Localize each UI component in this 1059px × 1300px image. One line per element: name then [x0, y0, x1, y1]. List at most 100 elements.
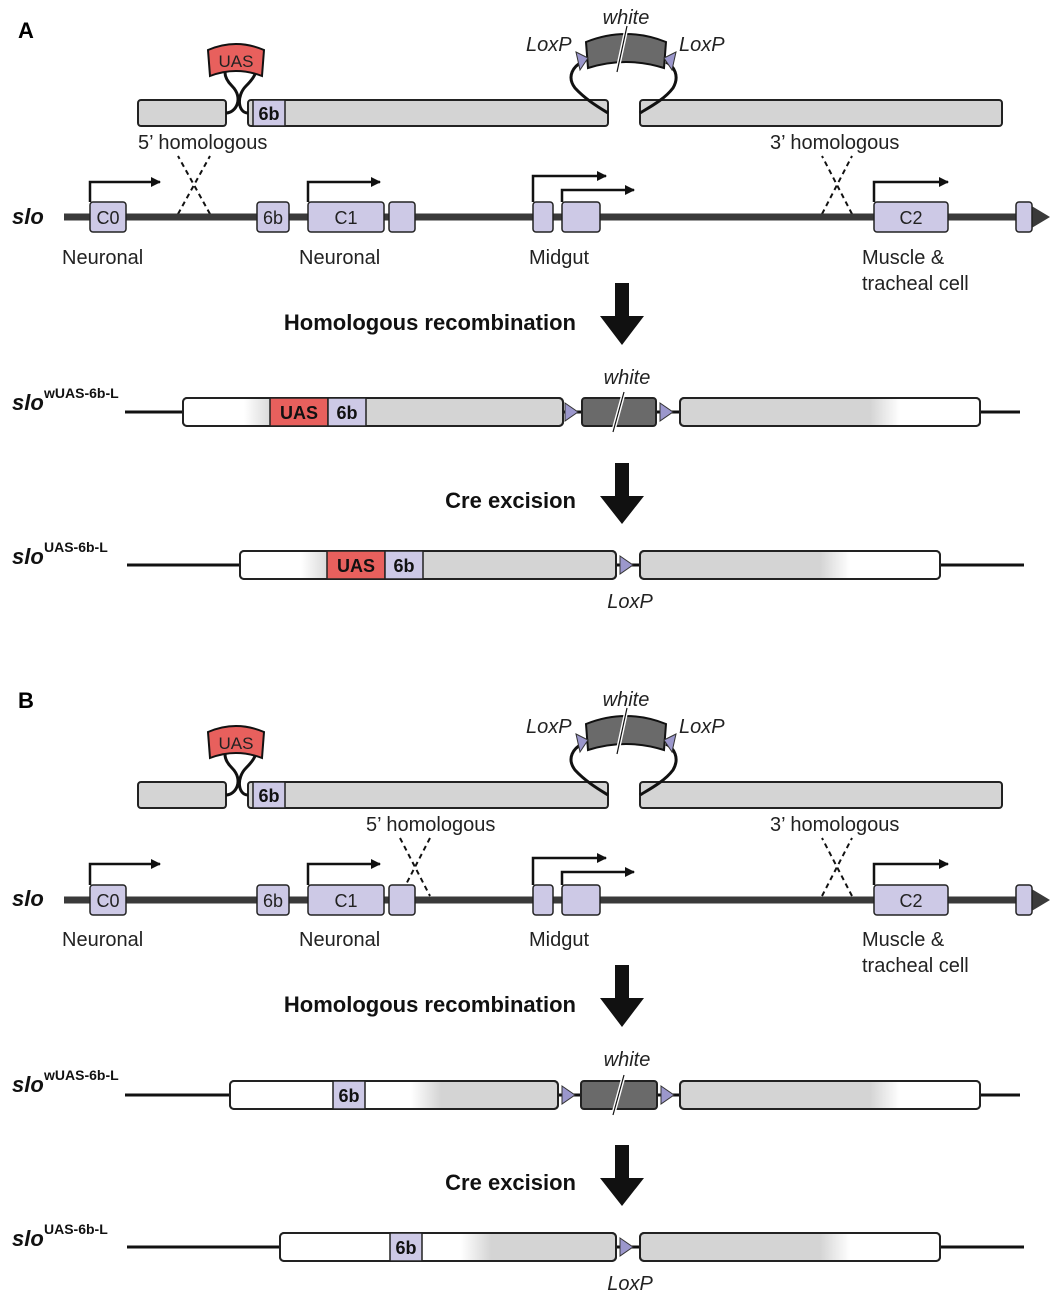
allele-final-right-outline [639, 1232, 941, 1262]
loxp-left-label: LoxP [526, 34, 572, 56]
donor-right-arm [639, 99, 1003, 127]
step-homologous-recombination: Homologous recombination [284, 310, 576, 335]
slo-gene-label: slo [12, 886, 44, 911]
promoter-arrow-midgut-b [560, 867, 635, 885]
white-gene-arc [584, 33, 668, 70]
uas-arc [206, 43, 266, 78]
exon-c2-label: C2 [899, 208, 922, 228]
allele-final-right-white [850, 1234, 939, 1260]
allele-w-loxp-2 [659, 402, 674, 422]
promoter-arrow-midgut-a [531, 853, 607, 885]
exon-c2-label: C2 [899, 891, 922, 911]
exon-last [1015, 884, 1033, 916]
promoter-arrow-c0 [88, 859, 161, 885]
exon-6b [256, 884, 290, 916]
five-homologous-label: 5’ homologous [138, 132, 267, 154]
allele-final-6b [384, 550, 424, 580]
allele-final-6b-label: 6b [393, 556, 414, 576]
loxp-left-triangle [575, 733, 589, 754]
slo-gene-map: slo C0 6b C1 C2 Neuronal Neuronal Midgut… [12, 853, 1050, 977]
white-gene-arc [584, 715, 668, 752]
panel-letter: A [18, 18, 34, 43]
donor-6b-label: 6b [258, 104, 279, 124]
allele-w-6b-label: 6b [336, 403, 357, 423]
allele-w-left-white [184, 399, 244, 425]
allele-w-superscript: wUAS-6b-L [43, 1067, 119, 1083]
allele-final: slo UAS-6b-L 6b LoxP [12, 1221, 1024, 1295]
allele-w-left-outline [182, 397, 564, 427]
allele-w-left-white [231, 1082, 411, 1108]
exon-c1-label: C1 [334, 891, 357, 911]
loxp-right-triangle [663, 733, 677, 754]
promoter-arrow-c2 [872, 859, 949, 885]
allele-final-gene: slo [12, 1226, 44, 1251]
exon-midgut-b [561, 884, 601, 916]
exon-c0 [89, 201, 127, 233]
donor-middle-arm [247, 99, 609, 127]
promoter-arrow-midgut-b [560, 185, 635, 202]
exon-last [1015, 201, 1033, 233]
slo-gene-map: slo C0 6b C1 C2 Neuronal Neuronal Midgut [12, 171, 1050, 295]
exon-6b-label: 6b [263, 208, 283, 228]
donor-construct: 6b UAS white LoxP LoxP [137, 7, 1003, 127]
crossover-3 [821, 837, 853, 897]
allele-w-break-line [612, 391, 625, 433]
allele-final-gene: slo [12, 544, 44, 569]
allele-w-loxp-1 [561, 1085, 576, 1105]
uas-arc-label: UAS [219, 734, 254, 753]
exon-6b [256, 201, 290, 233]
allele-final-loxp-label: LoxP [607, 1273, 653, 1295]
allele-w-white-label: white [604, 1049, 651, 1071]
step-arrow-1 [600, 283, 644, 345]
step-arrow-1 [600, 965, 644, 1027]
exon-midgut-a [532, 201, 554, 233]
allele-w-right-white [900, 399, 979, 425]
allele-final-left-white [281, 1234, 461, 1260]
white-label: white [603, 7, 650, 29]
allele-final-loxp [619, 1237, 634, 1257]
allele-w-6b [327, 397, 367, 427]
allele-final-left-outline [279, 1232, 617, 1262]
allele-w-break-line [612, 1074, 625, 1116]
allele-w: slo wUAS-6b-L 6b white [12, 1049, 1020, 1116]
promoter-arrow-c1 [306, 859, 381, 885]
exon-midgut-a [532, 884, 554, 916]
exon-c0-label: C0 [96, 891, 119, 911]
panel-a: A 6b UAS white LoxP LoxP 5’ homologous 3 [12, 7, 1050, 613]
donor-middle-arm [247, 781, 609, 809]
allele-final: slo UAS-6b-L UAS 6b LoxP [12, 539, 1024, 613]
allele-final-left-fade [461, 1234, 491, 1260]
donor-right-arm [639, 781, 1003, 809]
tissue-midgut: Midgut [529, 929, 589, 951]
allele-final-loxp-label: LoxP [607, 591, 653, 613]
allele-final-superscript: UAS-6b-L [44, 1221, 108, 1237]
exon-c1b [388, 884, 416, 916]
tissue-midgut: Midgut [529, 247, 589, 269]
loxp-right-triangle [663, 51, 677, 72]
donor-6b-exon [252, 781, 286, 809]
step-homologous-recombination: Homologous recombination [284, 992, 576, 1017]
allele-w-6b [332, 1080, 366, 1110]
step-cre-excision: Cre excision [445, 488, 576, 513]
allele-final-left-fade [301, 552, 331, 578]
tissue-neuronal-1: Neuronal [62, 929, 143, 951]
allele-w-6b-label: 6b [338, 1086, 359, 1106]
allele-w-gene: slo [12, 390, 44, 415]
crossover-3 [821, 155, 853, 215]
promoter-arrow-midgut-a [531, 171, 607, 202]
allele-w-left-outline [229, 1080, 559, 1110]
tissue-muscle-line1: Muscle & [862, 929, 945, 951]
allele-final-left-white [241, 552, 301, 578]
donor-left-arm [137, 99, 227, 127]
three-homologous-label: 3’ homologous [770, 132, 899, 154]
step-arrow-2 [600, 463, 644, 524]
allele-final-right-white [850, 552, 939, 578]
tissue-neuronal-1: Neuronal [62, 247, 143, 269]
allele-final-superscript: UAS-6b-L [44, 539, 108, 555]
exon-c1 [307, 884, 385, 916]
exon-c1b [388, 201, 416, 233]
allele-w-right-outline [679, 1080, 981, 1110]
allele-w-loxp-1 [564, 402, 579, 422]
allele-final-uas [326, 550, 386, 580]
allele-final-6b [389, 1232, 423, 1262]
